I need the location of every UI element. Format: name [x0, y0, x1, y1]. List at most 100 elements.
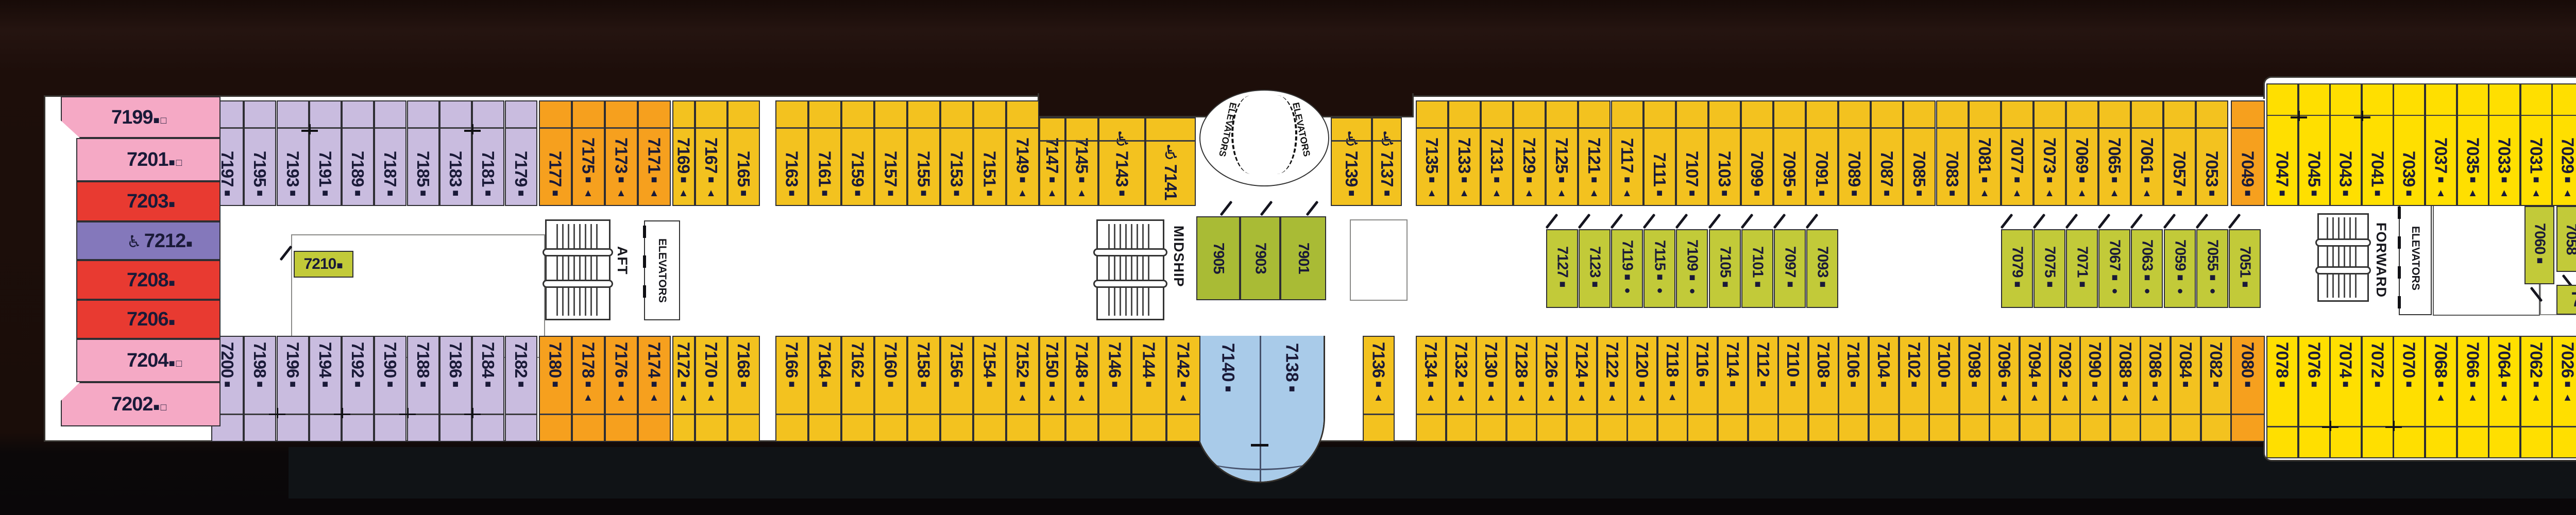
- cabin-7144[interactable]: 7144■: [1131, 336, 1166, 442]
- cabin-7090[interactable]: 7090■▲: [2080, 336, 2110, 442]
- cabin-7155[interactable]: 7155■: [907, 100, 940, 206]
- cabin-7094[interactable]: 7094■▲: [2020, 336, 2050, 442]
- cabin-7164[interactable]: 7164■: [808, 336, 841, 442]
- cabin-7156[interactable]: 7156■: [940, 336, 973, 442]
- cabin-7104[interactable]: 7104■: [1869, 336, 1899, 442]
- cabin-7163[interactable]: 7163■: [775, 100, 808, 206]
- cabin-7185[interactable]: 7185■: [407, 100, 439, 206]
- cabin-7081[interactable]: 7081■▲: [1969, 100, 2001, 206]
- cabin-7095[interactable]: 7095■: [1773, 100, 1806, 206]
- cabin-7194[interactable]: 7194■: [309, 336, 342, 442]
- cabin-7111[interactable]: 7111■: [1643, 100, 1676, 206]
- cabin-7142[interactable]: 7142■▲: [1166, 336, 1200, 442]
- cabin-7184[interactable]: 7184■: [464, 336, 504, 442]
- cabin-7183[interactable]: 7183■: [439, 100, 472, 206]
- cabin-7141[interactable]: ♿7141: [1145, 117, 1196, 206]
- cabin-7078[interactable]: 7078■: [2266, 336, 2298, 458]
- cabin-7035[interactable]: 7035■▲: [2457, 83, 2489, 206]
- cabin-7124[interactable]: 7124■▲: [1567, 336, 1597, 442]
- cabin-7093[interactable]: 7093■: [1805, 213, 1838, 308]
- cabin-7152[interactable]: 7152■▲: [1006, 336, 1039, 442]
- cabin-7158[interactable]: 7158■: [907, 336, 940, 442]
- cabin-7123[interactable]: 7123■: [1578, 213, 1611, 308]
- cabin-7088[interactable]: 7088■▲: [2110, 336, 2141, 442]
- cabin-7105[interactable]: 7105■: [1708, 213, 1741, 308]
- cabin-7189[interactable]: 7189■: [342, 100, 374, 206]
- cabin-7145[interactable]: 7145■▲: [1065, 117, 1098, 206]
- cabin-7064[interactable]: 7064■▲: [2488, 336, 2520, 458]
- cabin-7106[interactable]: 7106■: [1838, 336, 1869, 442]
- cabin-7176[interactable]: 7176■▲: [605, 336, 638, 442]
- cabin-7074[interactable]: 7074■: [2322, 336, 2362, 458]
- cabin-7075[interactable]: 7075■: [2032, 213, 2065, 308]
- cabin-7134[interactable]: 7134■▲: [1416, 336, 1446, 442]
- cabin-7131[interactable]: 7131■▲: [1481, 100, 1513, 206]
- cabin-7037[interactable]: 7037■▲: [2425, 83, 2457, 206]
- cabin-7154[interactable]: 7154■: [973, 336, 1006, 442]
- cabin-7127[interactable]: 7127■: [1545, 213, 1578, 308]
- cabin-7089[interactable]: 7089■: [1838, 100, 1871, 206]
- cabin-7170[interactable]: 7170■▲: [695, 336, 727, 442]
- cabin-7122[interactable]: 7122■▲: [1597, 336, 1628, 442]
- cabin-7135[interactable]: 7135■▲: [1416, 100, 1448, 206]
- cabin-7901[interactable]: 7901: [1280, 200, 1326, 300]
- cabin-7049[interactable]: 7049■: [2231, 100, 2265, 206]
- cabin-7202[interactable]: 7202■□: [61, 382, 221, 426]
- cabin-7136[interactable]: 7136■▲: [1363, 336, 1395, 442]
- cabin-7186[interactable]: 7186■: [439, 336, 472, 442]
- cabin-7198[interactable]: 7198■: [244, 336, 276, 442]
- forward-elevators[interactable]: ELEVATORS: [2398, 201, 2432, 315]
- cabin-7091[interactable]: 7091■: [1806, 100, 1838, 206]
- cabin-7162[interactable]: 7162■: [841, 336, 874, 442]
- cabin-7157[interactable]: 7157■: [874, 100, 907, 206]
- cabin-7092[interactable]: 7092■▲: [2050, 336, 2080, 442]
- aft-elevators[interactable]: ELEVATORS: [643, 220, 680, 320]
- cabin-7168[interactable]: 7168■: [727, 336, 760, 442]
- cabin-7114[interactable]: 7114■: [1718, 336, 1748, 442]
- cabin-7060[interactable]: 7060■: [2524, 206, 2554, 302]
- cabin-7165[interactable]: 7165■: [727, 100, 760, 206]
- cabin-7129[interactable]: 7129■▲: [1513, 100, 1546, 206]
- cabin-7080[interactable]: 7080■: [2231, 336, 2265, 442]
- cabin-7051[interactable]: 7051■: [2228, 213, 2261, 308]
- cabin-7033[interactable]: 7033■▲: [2488, 83, 2520, 206]
- cabin-7206[interactable]: 7206■: [76, 300, 221, 339]
- cabin-7117[interactable]: 7117■▲: [1611, 100, 1643, 206]
- cabin-7058[interactable]: 7058: [2556, 206, 2576, 290]
- cabin-7161[interactable]: 7161■: [808, 100, 841, 206]
- cabin-7146[interactable]: 7146■: [1098, 336, 1131, 442]
- cabin-7191[interactable]: 7191■: [301, 100, 342, 206]
- cabin-7130[interactable]: 7130■▲: [1476, 336, 1506, 442]
- cabin-7147[interactable]: 7147■▲: [1039, 117, 1065, 206]
- cabin-7102[interactable]: 7102■: [1899, 336, 1929, 442]
- cabin-7903[interactable]: 7903: [1240, 200, 1280, 300]
- cabin-7085[interactable]: 7085■: [1903, 100, 1936, 206]
- cabin-7101[interactable]: 7101■: [1740, 213, 1773, 308]
- cabin-7188[interactable]: 7188■: [399, 336, 439, 442]
- cabin-7178[interactable]: 7178■▲: [572, 336, 605, 442]
- cabin-7160[interactable]: 7160■: [874, 336, 907, 442]
- cabin-7039[interactable]: 7039■: [2393, 83, 2425, 206]
- cabin-7905[interactable]: 7905: [1196, 200, 1240, 300]
- cabin-7208[interactable]: 7208■: [76, 260, 221, 300]
- cabin-7116[interactable]: 7116■: [1687, 336, 1718, 442]
- cabin-7057[interactable]: 7057■: [2163, 100, 2196, 206]
- cabin-7180[interactable]: 7180■: [539, 336, 572, 442]
- cabin-7031[interactable]: 7031■▲: [2520, 83, 2552, 206]
- cabin-7173[interactable]: 7173■▲: [605, 100, 638, 206]
- cabin-7055[interactable]: 7055■●: [2195, 213, 2228, 308]
- cabin-7061[interactable]: 7061■▲: [2131, 100, 2163, 206]
- cabin-7195[interactable]: 7195■: [244, 100, 276, 206]
- cabin-7086[interactable]: 7086■▲: [2140, 336, 2171, 442]
- cabin-7041[interactable]: 7041■: [2354, 83, 2394, 206]
- cabin-7047[interactable]: 7047■: [2266, 83, 2298, 206]
- cabin-7175[interactable]: 7175■▲: [572, 100, 605, 206]
- cabin-7065[interactable]: 7065■▲: [2098, 100, 2131, 206]
- cabin-7171[interactable]: 7171■▲: [638, 100, 671, 206]
- cabin-7119[interactable]: 7119■●: [1610, 213, 1643, 308]
- cabin-7076[interactable]: 7076■: [2298, 336, 2330, 458]
- cabin-7125[interactable]: 7125■▲: [1546, 100, 1578, 206]
- cabin-7143[interactable]: ♿7143■: [1098, 117, 1145, 206]
- cabin-7172[interactable]: 7172■▲: [672, 336, 695, 442]
- cabin-7174[interactable]: 7174■▲: [638, 336, 671, 442]
